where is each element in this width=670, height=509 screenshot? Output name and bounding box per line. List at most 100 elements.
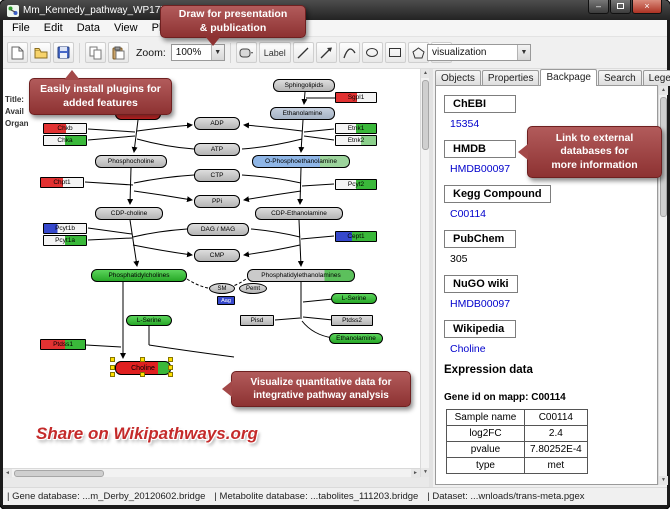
menu-bar: File Edit Data View Plugins Help [3,20,667,37]
pathway-node-sphingolipids[interactable]: Sphingolipids [273,79,335,92]
pathway-node-pcyt1a[interactable]: Pcyt1a [43,235,87,246]
pathway-node-phosphatidylethanolamines[interactable]: Phosphatidylethanolamines [247,269,355,282]
pathway-canvas[interactable]: SphingolipidsSgpl1EthanolamineCholineChk… [3,69,420,468]
datanode-tool-button[interactable] [235,42,257,63]
scroll-down-icon[interactable]: ▼ [421,468,430,477]
tab-objects[interactable]: Objects [435,70,481,86]
panel-splitter[interactable] [429,69,433,487]
backpage-link-chebi[interactable]: 15354 [450,118,480,130]
maximize-button[interactable] [610,0,631,14]
selection-handle[interactable] [168,365,173,370]
scroll-right-icon[interactable]: ► [411,469,420,478]
callout-text: integrative pathway analysis [253,390,389,401]
tab-properties[interactable]: Properties [481,70,540,86]
curve-tool-button[interactable] [338,42,360,63]
selection-handle[interactable] [168,357,173,362]
chevron-down-icon[interactable]: ▼ [517,45,530,60]
window-controls: – × [587,0,662,14]
pathway-node-sgpl1[interactable]: Sgpl1 [335,92,377,103]
menu-data[interactable]: Data [76,22,100,34]
menu-edit[interactable]: Edit [43,22,63,34]
pathway-node-sm[interactable]: SM [209,283,235,294]
selection-handle[interactable] [110,357,115,362]
pathway-node-phosphatidylcholines[interactable]: Phosphatidylcholines [91,269,187,282]
pathway-node-ptdss1[interactable]: Ptdss1 [40,339,86,350]
pathway-node-pcyt1b[interactable]: Pcyt1b [43,223,87,234]
pathway-node-atp[interactable]: ATP [194,143,240,156]
table-cell: 7.80252E-4 [524,441,588,458]
rect-tool-button[interactable] [384,42,406,63]
chevron-down-icon[interactable]: ▼ [210,45,224,60]
title-bar[interactable]: Mm_Kennedy_pathway_WP1771_45176.gpml – × [0,0,670,20]
table-cell: Sample name [446,409,525,426]
pathway-node-pemt[interactable]: Pemt [239,283,267,294]
pathway-node-ctp[interactable]: CTP [194,169,240,182]
backpage-link-nugo[interactable]: HMDB00097 [450,298,511,310]
arrow-tool-button[interactable] [315,42,337,63]
scroll-left-icon[interactable]: ◄ [3,469,12,478]
pathway-node-l-serine[interactable]: L-Serine [126,315,172,326]
minimize-button[interactable]: – [588,0,609,14]
canvas-vertical-scrollbar[interactable]: ▲ ▼ [420,69,430,477]
scroll-up-icon[interactable]: ▲ [421,69,430,78]
pathway-node-aag[interactable]: Aag [217,296,235,305]
tab-legend[interactable]: Legend [642,70,670,86]
expression-data-heading: Expression data [444,364,533,376]
pathway-node-o-phosphoethanolamine[interactable]: O-Phosphoethanolamine [252,155,350,168]
selection-handle[interactable] [110,372,115,377]
pathway-node-etnk2[interactable]: Etnk2 [335,135,377,146]
scrollbar-thumb[interactable] [422,80,429,150]
pathway-node-phosphocholine[interactable]: Phosphocholine [95,155,167,168]
selection-handle[interactable] [140,372,145,377]
pathway-node-cdp-ethanolamine[interactable]: CDP-Ethanolamine [255,207,343,220]
pathway-node-cmp[interactable]: CMP [194,249,240,262]
selection-handle[interactable] [168,372,173,377]
line-tool-button[interactable] [292,42,314,63]
pathway-node-adp[interactable]: ADP [194,117,240,130]
pathway-node-cdp-choline[interactable]: CDP-choline [95,207,163,220]
menu-file[interactable]: File [12,22,30,34]
pathway-node-ptdss2[interactable]: Ptdss2 [331,315,373,326]
open-file-button[interactable] [30,42,51,63]
backpage-link-hmdb[interactable]: HMDB00097 [450,163,511,175]
pathway-node-l-serine[interactable]: L-Serine [331,293,377,304]
polygon-tool-button[interactable] [407,42,429,63]
pathway-node-etnk1[interactable]: Etnk1 [335,123,377,134]
app-icon [7,5,19,17]
pathway-node-ppi[interactable]: PPi [194,195,240,208]
pathway-node-ethanolamine[interactable]: Ethanolamine [329,333,383,344]
pathway-node-dag-mag[interactable]: DAG / MAG [187,223,249,236]
visualization-select[interactable]: visualization ▼ [427,44,531,61]
close-button[interactable]: × [632,0,662,14]
polygon-icon [412,46,425,58]
pathway-node-chpt1[interactable]: Chpt1 [40,177,84,188]
callout-text: & publication [199,21,267,34]
label-tool-button[interactable]: Label [258,42,291,63]
canvas-horizontal-scrollbar[interactable]: ◄ ► [3,468,420,478]
pathway-node-ethanolamine[interactable]: Ethanolamine [270,107,335,120]
copy-button[interactable] [85,42,106,63]
pathway-node-cept1[interactable]: Cept1 [335,231,377,242]
menu-view[interactable]: View [113,22,138,34]
pathway-node-pcyt2[interactable]: Pcyt2 [335,179,377,190]
selection-handle[interactable] [140,357,145,362]
oval-tool-button[interactable] [361,42,383,63]
selection-handle[interactable] [110,365,115,370]
tab-backpage[interactable]: Backpage [540,69,597,86]
scrollbar-thumb[interactable] [14,470,104,477]
tab-search[interactable]: Search [597,70,642,86]
scroll-down-icon[interactable]: ▼ [659,476,668,485]
callout-external-databases: Link to external databases for more info… [518,126,662,178]
paste-button[interactable] [108,42,129,63]
backpage-link-wikipedia[interactable]: Choline [450,343,486,355]
scroll-up-icon[interactable]: ▲ [659,86,668,95]
pathway-node-pisd[interactable]: Pisd [240,315,274,326]
save-button[interactable] [53,42,74,63]
table-cell: met [524,457,588,474]
zoom-select[interactable]: 100% ▼ [170,44,225,61]
new-file-button[interactable] [7,42,28,63]
pathway-node-chkb[interactable]: Chkb [43,123,87,134]
pathway-node-chka[interactable]: Chka [43,135,87,146]
backpage-link-kegg[interactable]: C00114 [450,208,487,220]
